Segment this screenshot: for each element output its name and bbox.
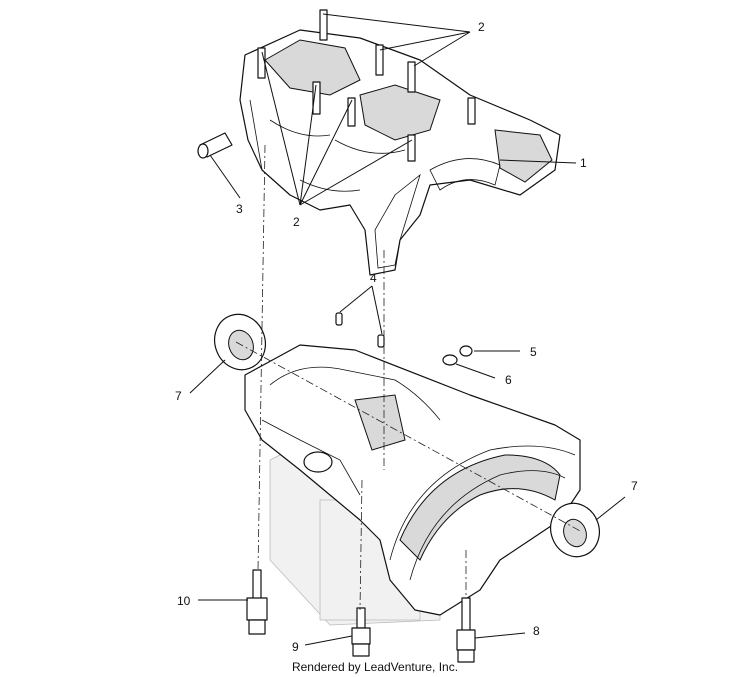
upper-crankcase <box>239 9 561 276</box>
locating-pins <box>335 312 385 348</box>
callout-8: 8 <box>533 624 540 638</box>
callout-5: 5 <box>530 345 537 359</box>
callout-7-right: 7 <box>631 479 638 493</box>
cylinder-studs <box>257 9 476 162</box>
callout-2-top: 2 <box>478 20 485 34</box>
callout-7-left: 7 <box>175 389 182 403</box>
callout-4: 4 <box>370 271 377 285</box>
seal-right <box>550 502 600 558</box>
callout-3: 3 <box>236 202 243 216</box>
callout-2-bottom: 2 <box>293 215 300 229</box>
callouts: 1 2 2 3 4 5 6 7 7 8 9 10 <box>175 20 638 654</box>
render-credit: Rendered by LeadVenture, Inc. <box>291 660 459 674</box>
callout-10: 10 <box>177 594 191 608</box>
leader-lines <box>189 13 626 646</box>
bolt-10 <box>246 569 268 635</box>
dowel-pin <box>197 132 233 159</box>
callout-9: 9 <box>292 640 299 654</box>
lower-crankcase <box>244 344 581 616</box>
bolt-9 <box>351 607 371 657</box>
callout-1: 1 <box>580 156 587 170</box>
callout-6: 6 <box>505 373 512 387</box>
alignment-lines <box>235 144 583 611</box>
bolt-8 <box>456 597 476 663</box>
nut-washer <box>442 345 473 366</box>
